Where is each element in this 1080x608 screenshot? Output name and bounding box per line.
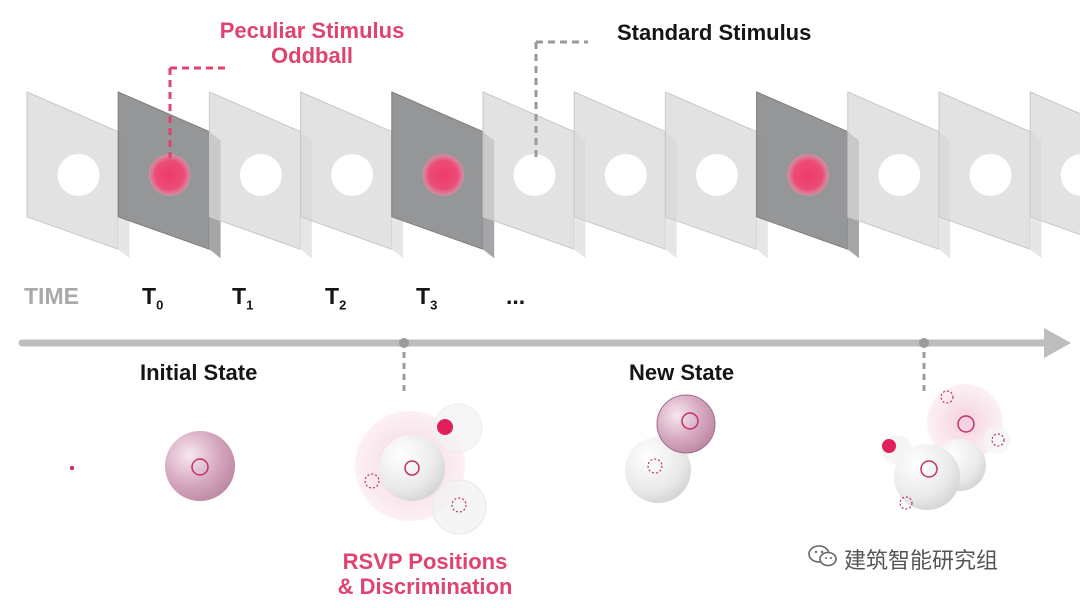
leader-lines bbox=[168, 66, 226, 158]
rsvp-label-line2: & Discrimination bbox=[337, 574, 513, 599]
standard-frame bbox=[938, 91, 1042, 259]
standard-stimulus-hole bbox=[513, 154, 556, 196]
stimulus-frames bbox=[26, 91, 1080, 259]
time-step-t0: T0 bbox=[142, 283, 164, 313]
watermark: 建筑智能研究组 bbox=[808, 543, 998, 575]
axis-marker-t3 bbox=[399, 338, 409, 348]
time-step-t3: T3 bbox=[416, 283, 438, 313]
time-step-t2: T2 bbox=[325, 283, 347, 313]
small-dot bbox=[69, 465, 75, 471]
standard-stimulus-hole bbox=[604, 154, 647, 196]
standard-frame bbox=[208, 91, 312, 259]
time-ellipsis: ... bbox=[506, 283, 526, 309]
standard-stimulus-hole bbox=[1060, 154, 1080, 196]
oddball-stimulus-dot bbox=[422, 154, 465, 196]
new-state-label: New State bbox=[629, 360, 735, 385]
watermark-text: 建筑智能研究组 bbox=[844, 549, 999, 574]
standard-frame bbox=[300, 91, 403, 259]
oddball-frame bbox=[117, 91, 221, 259]
standard-frame bbox=[26, 91, 130, 259]
wechat-icon bbox=[808, 544, 838, 574]
standard-frame bbox=[573, 91, 677, 259]
oddball-leader-line bbox=[168, 66, 226, 158]
standard-frame bbox=[1029, 91, 1080, 236]
standard-stimulus-hole bbox=[878, 154, 921, 196]
standard-stimulus-hole bbox=[57, 154, 100, 196]
standard-stimulus-hole bbox=[695, 154, 738, 196]
time-axis-arrowhead bbox=[1044, 328, 1071, 358]
rsvp-red-dot bbox=[437, 419, 453, 435]
oddball-stimulus-dot bbox=[787, 154, 830, 196]
oddball-stimulus-dot bbox=[148, 154, 191, 196]
initial-state-label: Initial State bbox=[140, 360, 258, 385]
standard-stimulus-hole bbox=[239, 154, 282, 196]
oddball-frame bbox=[391, 91, 495, 259]
standard-frame bbox=[664, 91, 768, 259]
time-step-t1: T1 bbox=[232, 283, 254, 313]
oddball-title: Peculiar Stimulus Oddball bbox=[198, 18, 426, 68]
rsvp-label-line1: RSVP Positions bbox=[342, 549, 508, 574]
standard-stimulus-hole bbox=[331, 154, 374, 196]
rsvp-state-illustration bbox=[355, 403, 487, 535]
oddball-title-line2: Oddball bbox=[271, 43, 353, 68]
axis-marker-late bbox=[919, 338, 929, 348]
late-red-dot bbox=[882, 439, 896, 453]
new-state-illustration bbox=[625, 394, 716, 503]
standard-stimulus-hole bbox=[969, 154, 1012, 196]
rsvp-label: RSVP Positions & Discrimination bbox=[300, 549, 550, 599]
oddball-title-line1: Peculiar Stimulus bbox=[219, 18, 405, 43]
standard-title: Standard Stimulus bbox=[617, 20, 812, 45]
time-axis bbox=[18, 328, 1071, 393]
oddball-frame bbox=[756, 91, 859, 259]
standard-frame bbox=[847, 91, 951, 259]
standard-frame bbox=[482, 91, 586, 259]
standard-leader-line bbox=[534, 40, 588, 158]
initial-state-sphere bbox=[165, 431, 235, 501]
late-state-illustration bbox=[882, 384, 1011, 510]
time-label: TIME bbox=[24, 283, 79, 309]
